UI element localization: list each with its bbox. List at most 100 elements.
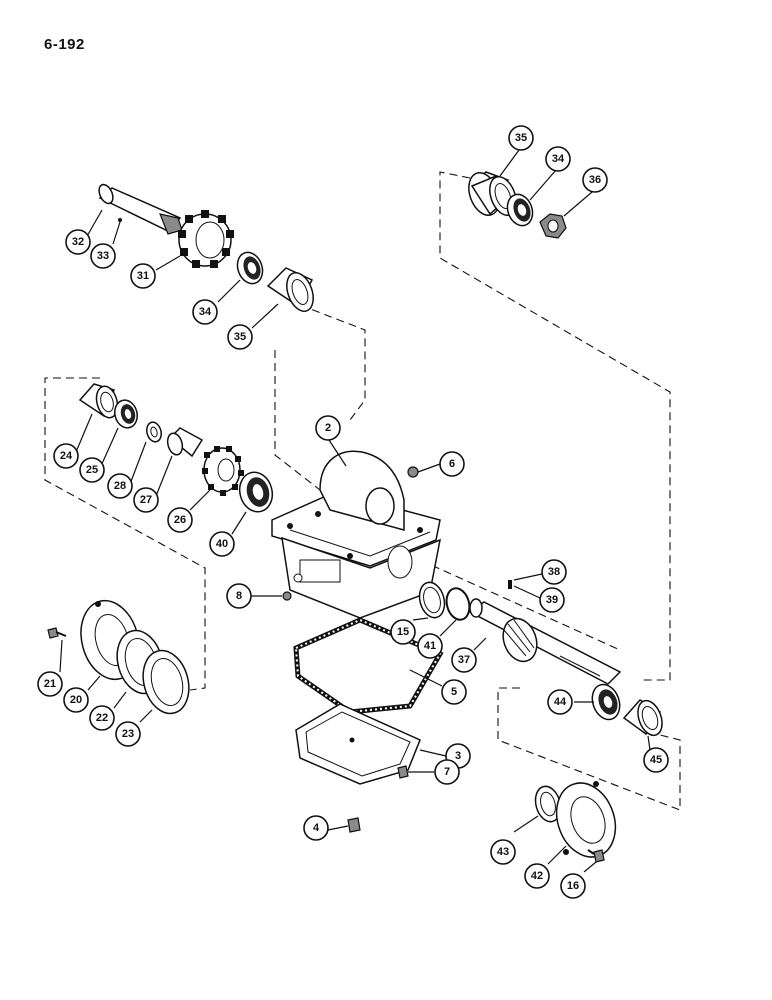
callout-26: 26 (167, 507, 193, 533)
callout-21: 21 (37, 671, 63, 697)
nut-36 (539, 213, 567, 239)
callout-31: 31 (130, 263, 156, 289)
svg-text:21: 21 (44, 678, 56, 690)
svg-text:23: 23 (122, 728, 134, 740)
plug-6 (407, 466, 419, 478)
pin-39 (508, 580, 512, 589)
svg-text:37: 37 (458, 654, 470, 666)
svg-text:7: 7 (444, 766, 450, 778)
callout-42: 42 (524, 863, 550, 889)
svg-text:44: 44 (554, 696, 567, 708)
svg-text:20: 20 (70, 694, 82, 706)
svg-text:26: 26 (174, 514, 186, 526)
svg-text:41: 41 (424, 640, 436, 652)
svg-text:15: 15 (397, 626, 409, 638)
callout-39: 39 (539, 587, 565, 613)
seal-15 (418, 581, 446, 619)
svg-text:3: 3 (455, 750, 461, 762)
bearing-cone-25 (114, 399, 138, 429)
callout-45: 45 (643, 747, 669, 773)
callout-22: 22 (89, 705, 115, 731)
callout-15: 15 (390, 619, 416, 645)
callout-5: 5 (441, 679, 467, 705)
callout-38: 38 (541, 559, 567, 585)
svg-text:35: 35 (515, 132, 527, 144)
svg-text:39: 39 (546, 594, 558, 606)
svg-text:4: 4 (313, 822, 320, 834)
callout-33: 33 (90, 243, 116, 269)
shaft-32 (98, 183, 183, 235)
svg-text:31: 31 (137, 270, 149, 282)
assembly-dashed-lines (44, 171, 681, 811)
callout-43: 43 (490, 839, 516, 865)
svg-text:2: 2 (325, 422, 331, 434)
svg-text:32: 32 (72, 236, 84, 248)
callout-28: 28 (107, 473, 133, 499)
svg-text:27: 27 (140, 494, 152, 506)
callout-27: 27 (133, 487, 159, 513)
callout-2: 2 (315, 415, 341, 441)
ball-33 (118, 218, 122, 222)
svg-text:28: 28 (114, 480, 126, 492)
callout-36: 36 (582, 167, 608, 193)
callout-8: 8 (226, 583, 252, 609)
svg-text:45: 45 (650, 754, 662, 766)
svg-text:6: 6 (449, 458, 455, 470)
spacer-27 (166, 427, 204, 458)
svg-text:34: 34 (552, 153, 565, 165)
bearing-40 (238, 471, 274, 513)
washer-28 (146, 421, 162, 443)
svg-text:34: 34 (199, 306, 212, 318)
leader-lines (59, 149, 651, 873)
svg-text:25: 25 (86, 464, 98, 476)
bearing-cup-45 (622, 699, 663, 737)
housing-2 (271, 450, 441, 619)
bearing-cup-35-left (266, 267, 314, 312)
callout-20: 20 (63, 687, 89, 713)
svg-text:43: 43 (497, 846, 509, 858)
output-shaft-37 (468, 598, 622, 685)
callout-41: 41 (417, 633, 443, 659)
svg-text:5: 5 (451, 686, 457, 698)
callout-34-top: 34 (545, 146, 571, 172)
seal-43 (534, 785, 562, 823)
bolt-16 (587, 849, 605, 863)
svg-text:36: 36 (589, 174, 601, 186)
callout-7: 7 (434, 759, 460, 785)
callout-34-left: 34 (192, 299, 218, 325)
retainer-42 (555, 781, 617, 858)
plug-4 (347, 817, 361, 833)
bolt-7 (397, 765, 409, 779)
callout-23: 23 (115, 721, 141, 747)
bearing-cone-34-top (506, 193, 534, 227)
shim-23 (142, 649, 190, 715)
callout-40: 40 (209, 531, 235, 557)
gear-31 (178, 210, 234, 268)
callout-32: 32 (65, 229, 91, 255)
gear-26 (202, 446, 244, 496)
snap-ring-41 (445, 587, 471, 621)
callout-24: 24 (53, 443, 79, 469)
cover-3 (295, 703, 421, 785)
svg-text:22: 22 (96, 712, 108, 724)
page-number: 6-192 (44, 36, 85, 53)
gasket-5 (293, 617, 444, 715)
svg-text:40: 40 (216, 538, 228, 550)
callout-44: 44 (547, 689, 573, 715)
callout-25: 25 (79, 457, 105, 483)
bearing-cone-44 (591, 683, 621, 721)
callout-4: 4 (303, 815, 329, 841)
callout-16: 16 (560, 873, 586, 899)
svg-text:38: 38 (548, 566, 560, 578)
plug-8 (282, 591, 292, 601)
callout-6: 6 (439, 451, 465, 477)
callout-37: 37 (451, 647, 477, 673)
svg-text:8: 8 (236, 590, 242, 602)
bearing-cone-34-left (236, 251, 264, 285)
callout-35-top: 35 (508, 125, 534, 151)
svg-text:42: 42 (531, 870, 543, 882)
svg-text:16: 16 (567, 880, 579, 892)
svg-text:35: 35 (234, 331, 246, 343)
bearing-cup-24 (78, 383, 119, 419)
